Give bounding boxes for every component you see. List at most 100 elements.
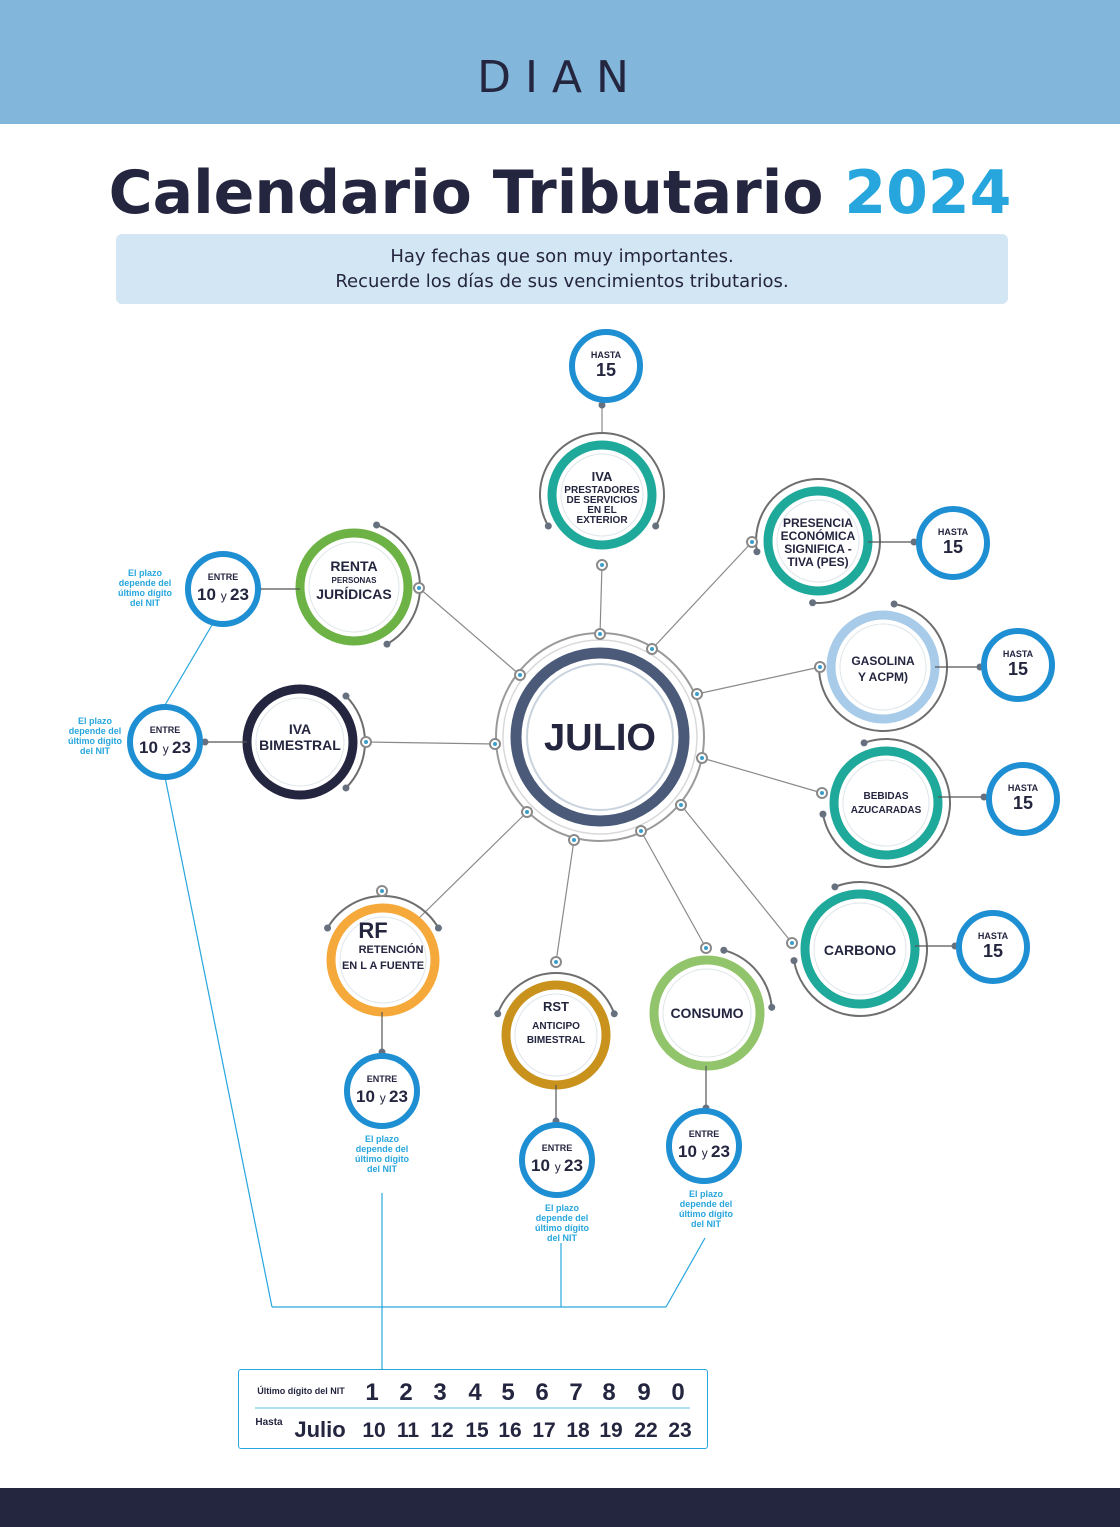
node-label-renta: PERSONAS (332, 576, 378, 585)
hub-dot-renta-core (518, 673, 522, 677)
hub-dot-gasolina-core (695, 692, 699, 696)
nit-day: 10 (362, 1419, 385, 1442)
bracket-line (665, 1237, 706, 1308)
node-arc-bebidas (821, 738, 951, 868)
node-label-iva_exterior: EXTERIOR (576, 515, 628, 526)
node-arc-renta-end (373, 521, 381, 529)
entre-iva-bimestral-to: 23 (172, 738, 191, 757)
nit-table (238, 1369, 708, 1449)
node-label-pes: TIVA (PES) (787, 555, 848, 569)
node-arc-rst (496, 971, 616, 1015)
hasta-link-dot (910, 538, 918, 546)
nit-day: 16 (498, 1419, 521, 1442)
hasta-pes-ring (916, 506, 990, 580)
note-consumo-line: último dígito (679, 1209, 733, 1219)
nit-digit: 8 (602, 1379, 615, 1406)
note-renta-line: del NIT (130, 598, 161, 608)
nit-month: Julio (294, 1417, 345, 1442)
note-iva-bimestral-line: último dígito (68, 736, 122, 746)
hub-dot-iva-exterior-core (598, 632, 602, 636)
nit-day: 18 (566, 1419, 590, 1442)
note-rst-line: último dígito (535, 1223, 589, 1233)
note-rst-line: del NIT (547, 1233, 578, 1243)
hasta-iva-exterior-day: 15 (596, 360, 616, 380)
subtitle-line-1: Hay fechas que son muy importantes. (390, 246, 734, 267)
nit-day: 17 (532, 1419, 555, 1442)
entre-rf-y: y (380, 1091, 389, 1105)
node-inner-iva_bimestral (255, 697, 345, 787)
hub-dot-consumo-core (639, 829, 643, 833)
entre-renta-label: ENTRE (208, 572, 239, 582)
node-dot-core (554, 960, 558, 964)
hasta-iva-exterior-label: HASTA (591, 350, 622, 360)
hasta-carbono-label: HASTA (978, 931, 1009, 941)
entre-consumo-y: y (702, 1146, 711, 1160)
nit-digit: 1 (365, 1379, 378, 1406)
hasta-link-dot (598, 401, 606, 409)
node-arc-carbono (793, 881, 928, 1017)
node-label-iva_exterior: EN EL (587, 505, 616, 516)
hasta-iva-exterior-ring (569, 329, 643, 403)
note-renta-line: último dígito (118, 588, 172, 598)
subtitle-line-2: Recuerde los días de sus vencimientos tr… (335, 271, 789, 292)
node-arc-rf-end (434, 924, 442, 932)
node-arc-iva_bimestral-end (342, 784, 350, 792)
spoke-carbono (680, 804, 793, 944)
entre-rst-ring (519, 1122, 595, 1198)
node-dot-core (704, 946, 708, 950)
nit-row1-label: Último dígito del NIT (257, 1385, 345, 1396)
entre-renta-from: 10 (197, 585, 221, 604)
note-consumo-line: depende del (680, 1199, 733, 1209)
node-arc-renta (376, 524, 421, 646)
entre-rst-range: 10 y 23 (531, 1156, 583, 1175)
node-inner-gasolina (839, 623, 927, 711)
title-main: Calendario Tributario (108, 158, 824, 228)
entre-renta-to: 23 (230, 585, 249, 604)
node-label-rst: BIMESTRAL (527, 1035, 585, 1046)
node-inner-iva_exterior (560, 453, 644, 537)
spoke-pes (651, 541, 753, 650)
node-arc-rf-end (324, 924, 332, 932)
center-label: JULIO (544, 717, 656, 759)
node-arc-gasolina-end (890, 600, 898, 608)
node-dot-core (364, 740, 368, 744)
node-inner-bebidas (842, 759, 930, 847)
node-inner-pes (776, 499, 860, 583)
node-arc-consumo (723, 949, 773, 1008)
node-label-iva_bimestral: IVA (289, 721, 311, 737)
spoke-rst (555, 839, 575, 963)
spoke-iva-bimestral (366, 741, 496, 745)
node-inner-carbono (813, 902, 907, 996)
bracket-line (164, 624, 213, 706)
note-consumo-line: del NIT (691, 1219, 722, 1229)
entre-link-dot (201, 738, 209, 746)
entre-rf-from: 10 (356, 1087, 380, 1106)
node-label-bebidas: BEBIDAS (863, 791, 908, 802)
note-renta-line: depende del (119, 578, 172, 588)
node-arc-pes-end (753, 548, 761, 556)
node-dot-core (380, 889, 384, 893)
nit-day: 19 (599, 1419, 622, 1442)
node-label-pes: PRESENCIA (783, 516, 853, 530)
hasta-carbono-day: 15 (983, 941, 1003, 961)
spoke-gasolina (696, 666, 821, 695)
node-label-iva_exterior: DE SERVICIOS (567, 495, 638, 506)
entre-iva-bimestral-range: 10 y 23 (139, 738, 191, 757)
footer-bar (0, 1488, 1120, 1527)
node-arc-iva_exterior-end (544, 522, 552, 530)
hub-dot-carbono-core (679, 803, 683, 807)
title-year: 2024 (844, 158, 1012, 228)
entre-rf-to: 23 (389, 1087, 408, 1106)
node-label-bebidas: AZUCARADAS (851, 805, 922, 816)
node-label-rst: ANTICIPO (532, 1021, 580, 1032)
node-label-renta: JURÍDICAS (316, 586, 391, 602)
node-arc-rst-end (610, 1010, 618, 1018)
note-renta-line: El plazo (128, 568, 163, 578)
node-inner-consumo (662, 968, 752, 1058)
entre-rf-ring (344, 1053, 420, 1129)
entre-rst-from: 10 (531, 1156, 555, 1175)
entre-iva-bimestral-from: 10 (139, 738, 163, 757)
entre-consumo-label: ENTRE (689, 1129, 720, 1139)
hasta-pes-day: 15 (943, 537, 963, 557)
entre-iva-bimestral-ring (127, 704, 203, 780)
